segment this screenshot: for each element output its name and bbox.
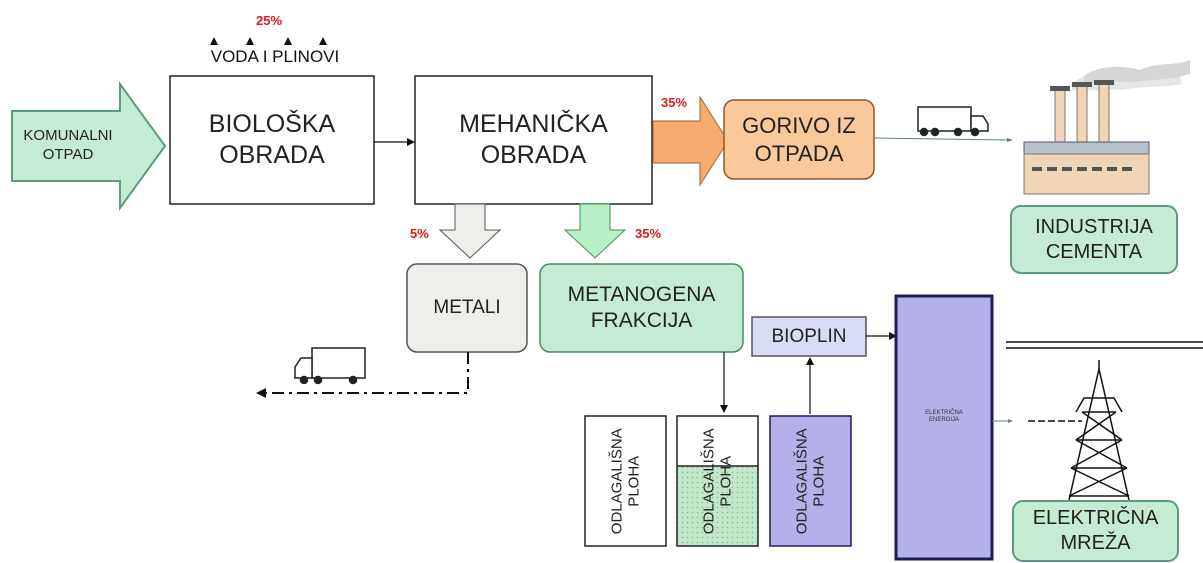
ploha-2-text: ODLAGALIŠNA PLOHA xyxy=(700,428,735,534)
gorivo-iz-otpada-label: GORIVO IZ OTPADA xyxy=(724,100,874,179)
odlagalisna-ploha-1 xyxy=(584,415,667,547)
gorivo-flow-arrow xyxy=(652,95,729,187)
gorivo-to-cement-line xyxy=(873,137,1009,141)
metali-percent: 5% xyxy=(410,226,429,241)
ploha-3-label: ODLAGALIŠNA PLOHA xyxy=(770,416,851,546)
industrija-cementa-text: INDUSTRIJA CEMENTA xyxy=(1035,215,1153,263)
bioloska-obrada-label: BIOLOŠKA OBRADA xyxy=(170,76,374,204)
metali-label: METALI xyxy=(407,264,527,352)
industrija-cementa-box xyxy=(1010,205,1178,274)
odlagalisna-ploha-3 xyxy=(769,415,852,547)
bioloska-obrada-box xyxy=(169,75,375,205)
gorivo-percent: 35% xyxy=(661,95,688,110)
voda-plinovi-percent: 25% xyxy=(256,13,283,28)
industrija-cementa-label: INDUSTRIJA CEMENTA xyxy=(1011,206,1177,273)
ploha-1-label: ODLAGALIŠNA PLOHA xyxy=(585,416,666,546)
metanogena-percent: 35% xyxy=(635,226,662,241)
truck-icon xyxy=(917,106,989,137)
metanogena-frakcija-text: METANOGENA FRAKCIJA xyxy=(567,282,716,332)
metanogena-flow-arrow xyxy=(563,203,627,259)
elektricna-energija-text: ELEKTRIČNA ENERGIJA xyxy=(925,409,963,424)
ploha-2-label: ODLAGALIŠNA PLOHA xyxy=(677,416,758,546)
komunalni-otpad-label: KOMUNALNI OTPAD xyxy=(12,111,124,181)
bioloska-obrada-text: BIOLOŠKA OBRADA xyxy=(208,109,336,169)
truck-icon-metali xyxy=(294,347,366,385)
voda-plinovi-arrows xyxy=(210,37,327,45)
ploha-3-text: ODLAGALIŠNA PLOHA xyxy=(793,428,828,534)
factory-icon xyxy=(1023,60,1190,195)
bioplin-label: BIOPLIN xyxy=(752,317,866,356)
odlagalisna-ploha-2-fill xyxy=(677,466,758,546)
mehanicka-obrada-text: MEHANIČKA OBRADA xyxy=(459,109,608,169)
ploha-1-text: ODLAGALIŠNA PLOHA xyxy=(608,428,643,534)
elektricna-energija-label: ELEKTRIČNA ENERGIJA xyxy=(896,405,992,429)
gorivo-iz-otpada-text: GORIVO IZ OTPADA xyxy=(742,113,856,166)
gorivo-iz-otpada-box xyxy=(723,99,875,180)
metali-flow-arrow xyxy=(438,203,502,259)
metali-output-line xyxy=(262,352,469,394)
transmission-tower-icon xyxy=(1068,360,1130,501)
komunalni-otpad-arrow xyxy=(11,80,167,212)
metanogena-frakcija-box xyxy=(539,263,744,353)
elektricna-mreza-text: ELEKTRIČNA MREŽA xyxy=(1032,507,1159,554)
voda-plinovi-label: VODA I PLINOVI xyxy=(210,47,340,66)
elektricna-mreza-box xyxy=(1012,500,1179,562)
elektricna-energija-box xyxy=(894,294,994,561)
komunalni-otpad-text: KOMUNALNI OTPAD xyxy=(23,127,113,163)
metanogena-frakcija-label: METANOGENA FRAKCIJA xyxy=(540,264,743,352)
mehanicka-obrada-box xyxy=(414,75,653,205)
elektricna-mreza-label: ELEKTRIČNA MREŽA xyxy=(1013,501,1178,561)
mehanicka-obrada-label: MEHANIČKA OBRADA xyxy=(415,76,652,204)
bioplin-text: BIOPLIN xyxy=(771,325,847,347)
metali-text: METALI xyxy=(433,297,501,319)
odlagalisna-ploha-2 xyxy=(676,415,759,547)
